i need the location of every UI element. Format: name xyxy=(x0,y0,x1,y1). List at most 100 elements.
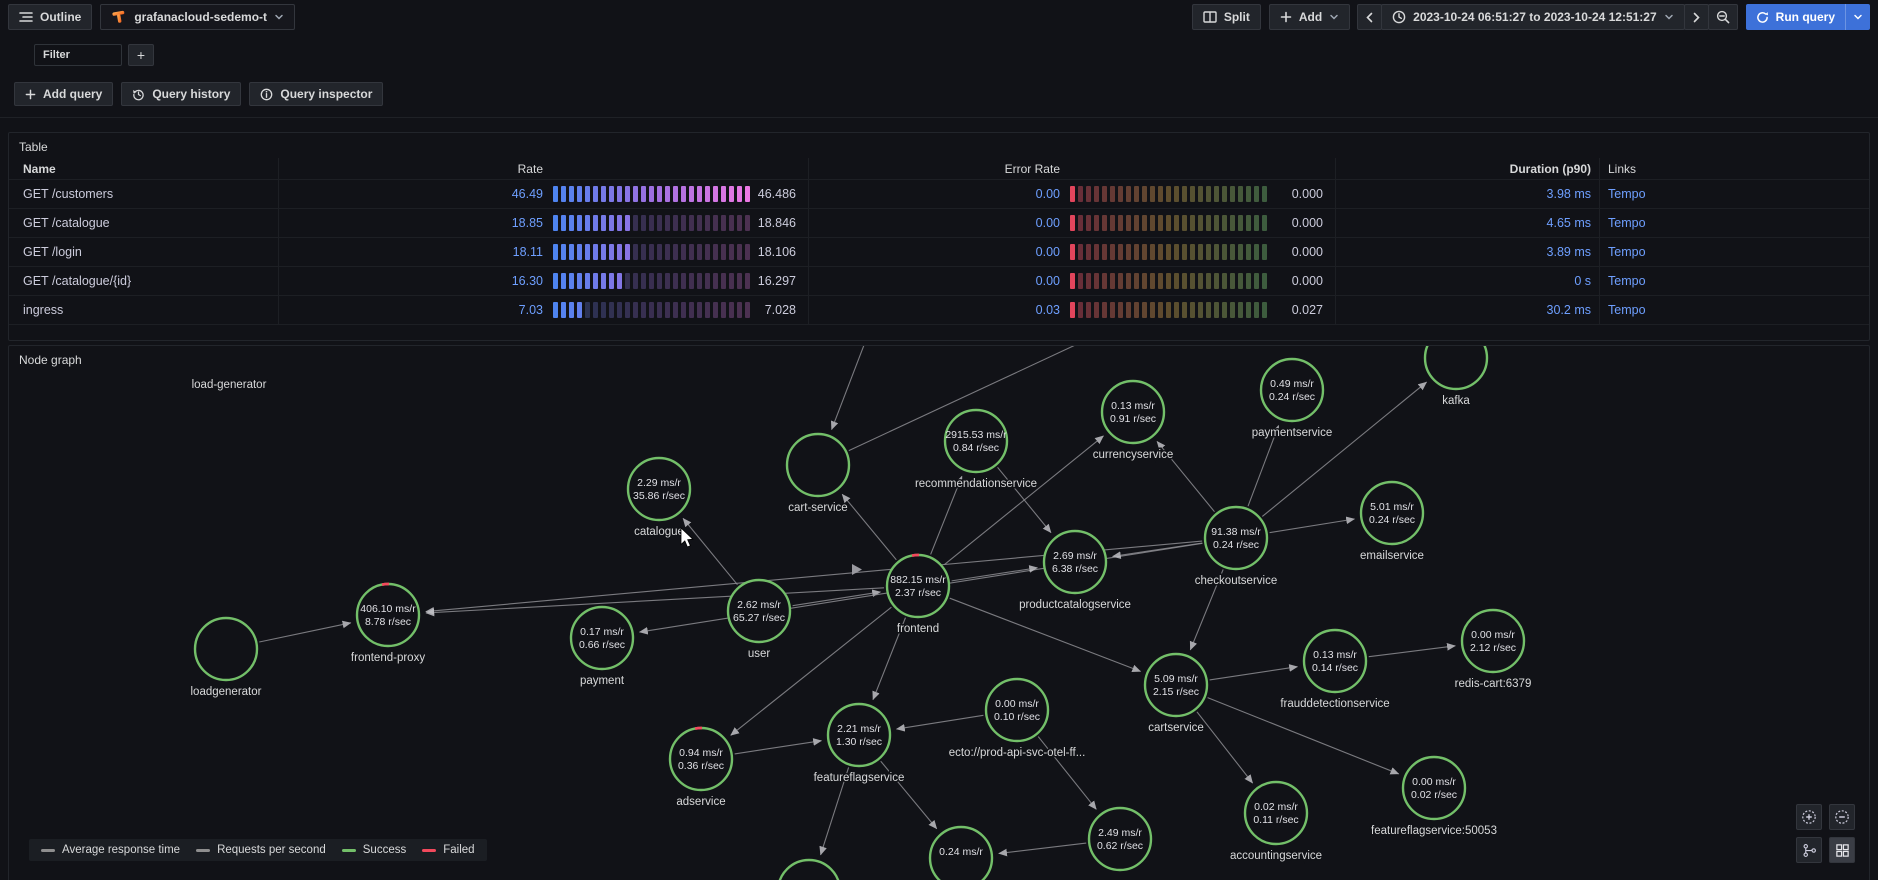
rate-gauge-value: 16.297 xyxy=(749,267,809,295)
node-label: cartservice xyxy=(1148,722,1204,734)
node-label: featureflagservice xyxy=(814,772,905,784)
split-button[interactable]: Split xyxy=(1191,4,1261,30)
graph-edge xyxy=(1037,736,1097,810)
node-loadgenerator[interactable]: loadgenerator xyxy=(189,616,263,700)
node-stat-text: 65.27 r/sec xyxy=(733,612,785,624)
node-stat-text: 1.30 r/sec xyxy=(836,736,882,748)
duration-value: 3.98 ms xyxy=(1336,180,1600,208)
node-ecto[interactable]: 0.00 ms/r0.10 r/sececto://prod-api-svc-o… xyxy=(947,677,1087,761)
node-stat-text: 2.37 r/sec xyxy=(895,587,941,599)
node-stat-text: 0.94 ms/r xyxy=(679,747,723,759)
tempo-link[interactable]: Tempo xyxy=(1608,303,1646,317)
node-label: user xyxy=(748,648,771,660)
plus-icon xyxy=(1280,11,1292,23)
magnifier-minus-icon xyxy=(1716,10,1730,24)
node-recommendationservice[interactable]: 2915.53 ms/r0.84 r/secrecommendationserv… xyxy=(913,408,1039,492)
node-label: kafka xyxy=(1442,395,1470,407)
graph-edge xyxy=(1112,542,1203,559)
legend-dash-icon xyxy=(422,848,437,852)
graph-edge xyxy=(1368,642,1456,658)
add-filter-button[interactable]: + xyxy=(128,44,154,66)
node-cart-service[interactable]: cart-service xyxy=(785,432,851,516)
run-query-caret[interactable] xyxy=(1845,4,1870,30)
rate-gauge xyxy=(553,273,750,289)
column-header-error-rate[interactable]: Error Rate xyxy=(1004,161,1060,176)
toolbar-left: Outline grafanacloud-sedemo-t xyxy=(8,4,296,30)
time-forward-button[interactable] xyxy=(1683,4,1709,30)
query-history-button[interactable]: Query history xyxy=(121,82,242,106)
graph-zoom-out-button[interactable] xyxy=(1829,804,1855,830)
datasource-picker[interactable]: grafanacloud-sedemo-t xyxy=(100,4,296,30)
node-graph-controls xyxy=(1796,804,1855,863)
run-query-button[interactable]: Run query xyxy=(1746,4,1845,30)
time-back-button[interactable] xyxy=(1357,4,1383,30)
tempo-link[interactable]: Tempo xyxy=(1608,274,1646,288)
rate-gauge-value: 7.028 xyxy=(749,296,809,324)
node-label: emailservice xyxy=(1360,550,1424,562)
node-node-249[interactable]: 2.49 ms/r0.62 r/sec xyxy=(1087,806,1153,872)
column-header-name[interactable]: Name xyxy=(9,158,279,179)
graph-zoom-in-button[interactable] xyxy=(1796,804,1822,830)
time-range-button[interactable]: 2023-10-24 06:51:27 to 2023-10-24 12:51:… xyxy=(1381,4,1685,30)
error-number: 0.00 xyxy=(1035,187,1060,201)
node-stat-text: 2915.53 ms/r xyxy=(945,429,1007,441)
query-inspector-button[interactable]: Query inspector xyxy=(249,82,384,106)
error-gauge-value: 0.000 xyxy=(1274,238,1336,266)
node-stat-text: 6.38 r/sec xyxy=(1052,563,1098,575)
node-ffs50053[interactable]: 0.00 ms/r0.02 r/secfeatureflagservice:50… xyxy=(1370,755,1498,839)
run-query-label: Run query xyxy=(1775,10,1835,24)
node-stat-text: 0.66 r/sec xyxy=(579,639,625,651)
error-gauge-cell xyxy=(1066,215,1274,231)
tempo-link[interactable]: Tempo xyxy=(1608,245,1646,259)
error-gauge-value: 0.000 xyxy=(1274,180,1336,208)
add-button[interactable]: Add xyxy=(1268,4,1351,30)
graph-layout-grid-button[interactable] xyxy=(1829,837,1855,863)
rate-gauge xyxy=(553,186,750,202)
error-gauge-value: 0.000 xyxy=(1274,267,1336,295)
column-header-links[interactable]: Links xyxy=(1608,161,1637,176)
row-name: GET /catalogue xyxy=(9,209,279,237)
node-arc-partial[interactable] xyxy=(778,858,840,880)
graph-edge xyxy=(734,738,822,755)
rate-number: 18.11 xyxy=(512,245,543,259)
header-spacer xyxy=(1274,158,1336,179)
node-node-024[interactable]: 0.24 ms/r xyxy=(928,825,994,880)
graph-layout-tree-button[interactable] xyxy=(1796,837,1822,863)
node-kafka[interactable]: kafka xyxy=(1423,346,1489,409)
tempo-link[interactable]: Tempo xyxy=(1608,187,1646,201)
rate-gauge-cell xyxy=(549,273,750,289)
rate-gauge-value: 18.106 xyxy=(749,238,809,266)
zoom-out-time-button[interactable] xyxy=(1707,4,1738,30)
node-label: frontend xyxy=(897,623,939,635)
error-gauge-cell xyxy=(1066,244,1274,260)
error-gauge-value: 0.027 xyxy=(1274,296,1336,324)
graph-edge xyxy=(997,466,1052,534)
column-header-rate[interactable]: Rate xyxy=(517,161,543,176)
outline-button[interactable]: Outline xyxy=(8,4,93,30)
column-header-duration[interactable]: Duration (p90) xyxy=(1336,158,1600,179)
legend-item: Failed xyxy=(422,844,475,856)
error-gauge xyxy=(1070,215,1267,231)
node-stat-text: 0.84 r/sec xyxy=(953,442,999,454)
graph-edge xyxy=(895,714,984,732)
tempo-link[interactable]: Tempo xyxy=(1608,216,1646,230)
filter-input[interactable] xyxy=(34,44,122,66)
add-query-button[interactable]: Add query xyxy=(14,82,114,106)
